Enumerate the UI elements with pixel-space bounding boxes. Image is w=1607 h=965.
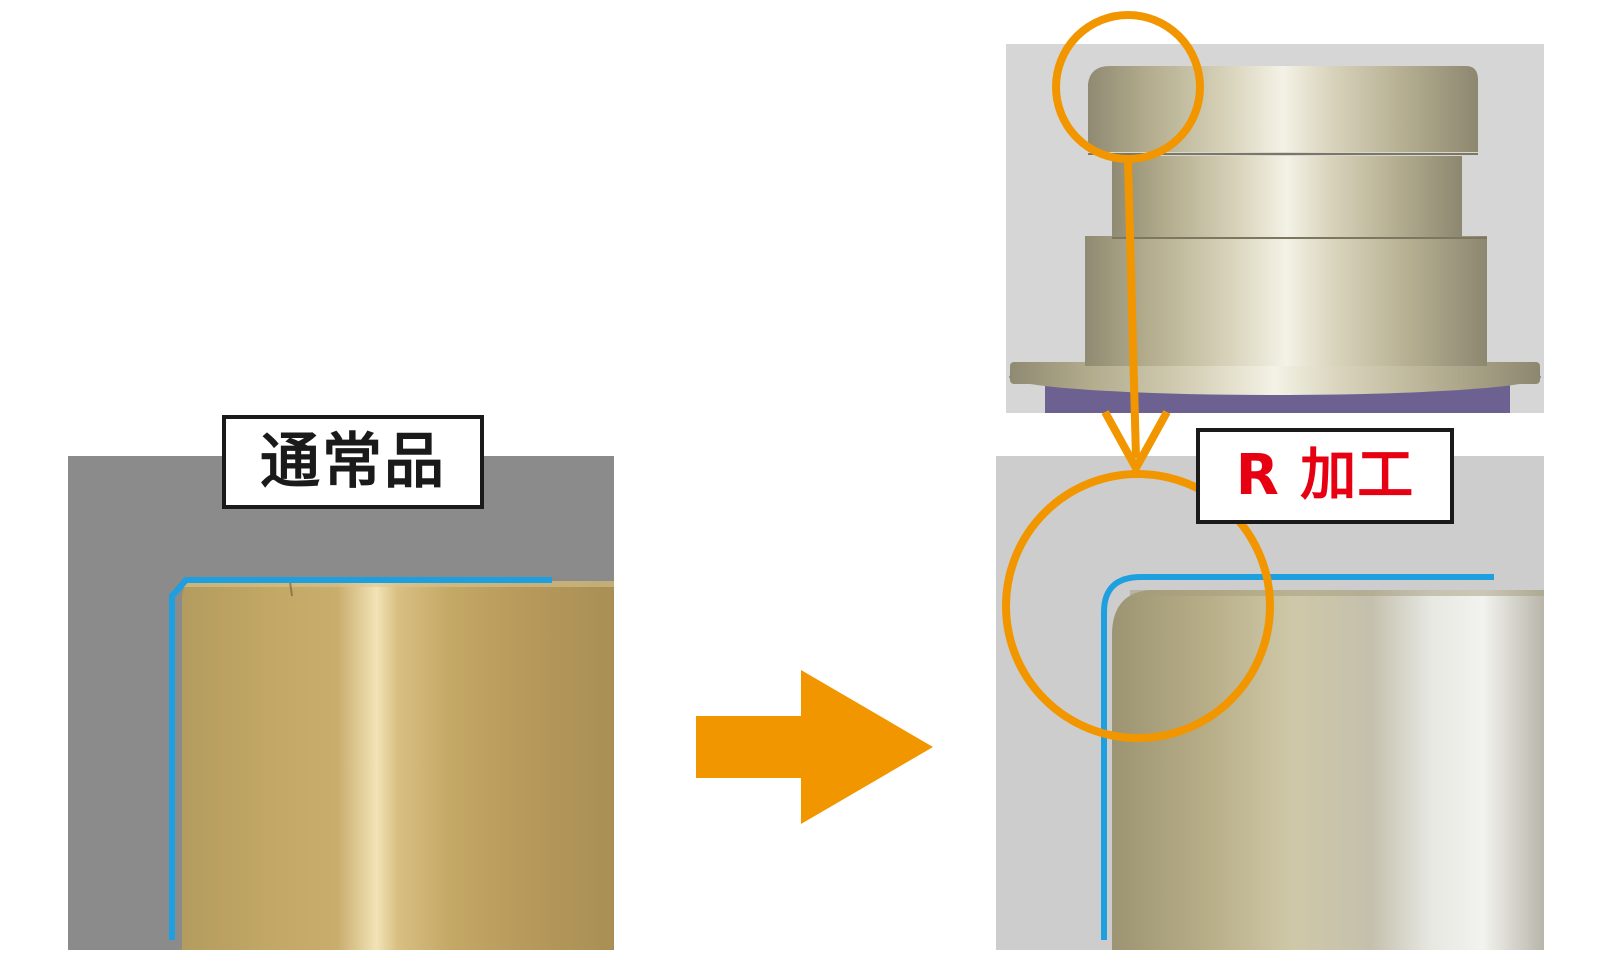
r-processed-label: R 加工 bbox=[1196, 428, 1454, 524]
circle-highlight-icon bbox=[1002, 470, 1274, 742]
r-part-overview-photo bbox=[1006, 44, 1544, 413]
arrow-right-icon bbox=[696, 670, 933, 824]
normal-product-photo bbox=[68, 456, 614, 950]
r-processed-label-text: R 加工 bbox=[1235, 443, 1415, 508]
normal-product-label: 通常品 bbox=[222, 415, 484, 509]
normal-product-label-text: 通常品 bbox=[260, 427, 446, 497]
pointer-line bbox=[1124, 158, 1140, 459]
r-processed-photo bbox=[996, 456, 1544, 950]
square-edge-line bbox=[169, 577, 552, 940]
arrow-down-icon bbox=[1101, 410, 1171, 477]
rounded-edge-line bbox=[1101, 574, 1494, 940]
